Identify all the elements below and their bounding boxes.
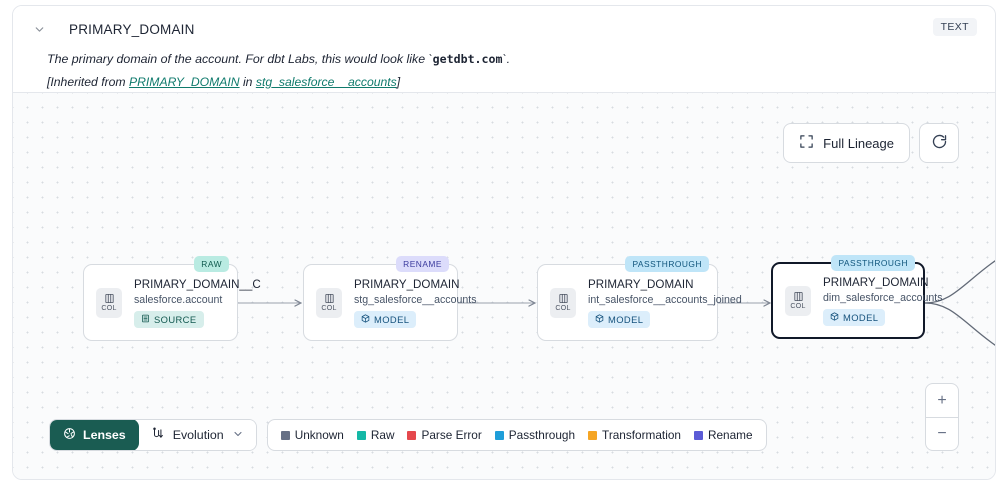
legend-swatch (693, 430, 703, 440)
canvas-controls: Full Lineage (783, 123, 959, 163)
column-badge: COL (316, 287, 342, 318)
type-badge: TEXT (932, 18, 977, 36)
description-suffix: `. (502, 52, 511, 66)
legend-swatch (494, 430, 504, 440)
legend-label: Transformation (602, 428, 681, 442)
lineage-legend: Unknown Raw Parse Error Passthrough Tran… (266, 419, 767, 451)
node-body: PRIMARY_DOMAIN stg_salesforce__accounts … (354, 278, 477, 328)
column-badge-label: COL (101, 305, 117, 312)
lenses-button[interactable]: Lenses (50, 420, 139, 450)
node-kind-pill: PASSTHROUGH (625, 256, 709, 272)
column-badge-label: COL (321, 305, 337, 312)
lineage-edges (237, 260, 995, 346)
legend-swatch (356, 430, 366, 440)
refresh-icon (931, 133, 948, 153)
node-title: PRIMARY_DOMAIN (354, 277, 460, 291)
lineage-node-selected[interactable]: PASSTHROUGH COL PRIMARY_DOMAIN dim_sales… (771, 255, 943, 339)
description-code: getdbt.com (432, 52, 503, 66)
aperture-icon (63, 427, 76, 443)
evolution-label: Evolution (172, 428, 224, 442)
node-type-tag-label: MODEL (374, 313, 410, 325)
node-title: PRIMARY_DOMAIN (588, 277, 694, 291)
legend-label: Unknown (294, 428, 344, 442)
node-title: PRIMARY_DOMAIN__C (134, 277, 261, 291)
node-subtitle: int_salesforce__accounts_joined (588, 293, 742, 306)
expand-icon (799, 134, 814, 152)
legend-label: Rename (707, 428, 753, 442)
page-title: PRIMARY_DOMAIN (69, 21, 195, 37)
node-body: PRIMARY_DOMAIN dim_salesforce_accounts M… (823, 276, 943, 326)
node-body: PRIMARY_DOMAIN__C salesforce.account SOU… (134, 278, 261, 328)
column-badge: COL (96, 287, 122, 318)
column-description: The primary domain of the account. For d… (47, 51, 977, 68)
lenses-evolution-group: Lenses Evolution (49, 419, 257, 451)
legend-item: Parse Error (407, 428, 482, 442)
legend-item: Rename (693, 428, 753, 442)
lineage-canvas[interactable]: Full Lineage RAW COL PRIMARY_DOMAIN__C s… (13, 92, 995, 479)
node-subtitle: salesforce.account (134, 293, 223, 306)
legend-label: Parse Error (421, 428, 482, 442)
node-type-tag: SOURCE (134, 310, 204, 328)
legend-swatch (588, 430, 598, 440)
legend-item: Transformation (588, 428, 681, 442)
legend-item: Passthrough (494, 428, 576, 442)
database-icon (141, 314, 150, 325)
inherited-suffix: ] (396, 74, 401, 89)
full-lineage-button[interactable]: Full Lineage (783, 123, 910, 163)
legend-swatch (407, 430, 417, 440)
full-lineage-label: Full Lineage (823, 135, 894, 151)
inherited-mid: in (239, 74, 256, 89)
node-kind-pill: PASSTHROUGH (831, 255, 915, 271)
cube-icon (361, 313, 370, 325)
node-type-tag: MODEL (823, 308, 886, 326)
node-subtitle: dim_salesforce_accounts (823, 291, 943, 304)
legend-label: Passthrough (508, 428, 576, 442)
node-type-tag: MODEL (588, 310, 651, 328)
canvas-bottom-bar: Lenses Evolution Unknown (49, 419, 767, 451)
inherited-prefix: [Inherited from (47, 74, 129, 89)
column-lineage-card: PRIMARY_DOMAIN TEXT The primary domain o… (12, 5, 996, 480)
evolution-icon (151, 426, 165, 444)
node-title: PRIMARY_DOMAIN (823, 275, 929, 289)
column-badge: COL (785, 285, 811, 316)
legend-swatch (280, 430, 290, 440)
node-type-tag-label: SOURCE (154, 313, 197, 325)
description-prefix: The primary domain of the account. For d… (47, 52, 433, 66)
node-type-tag-label: MODEL (843, 311, 879, 323)
column-header: PRIMARY_DOMAIN TEXT The primary domain o… (13, 6, 995, 91)
cube-icon (595, 313, 604, 325)
column-badge-label: COL (555, 305, 571, 312)
lineage-node[interactable]: PASSTHROUGH COL PRIMARY_DOMAIN int_sales… (537, 256, 742, 341)
inherited-model-link[interactable]: stg_salesforce__accounts (255, 74, 397, 89)
refresh-button[interactable] (919, 123, 959, 163)
node-type-tag: MODEL (354, 310, 417, 328)
zoom-controls: + − (925, 383, 959, 451)
legend-item: Unknown (280, 428, 344, 442)
node-kind-pill: RENAME (396, 256, 449, 272)
lenses-label: Lenses (83, 428, 126, 442)
node-body: PRIMARY_DOMAIN int_salesforce__accounts_… (588, 278, 742, 328)
node-kind-pill: RAW (194, 256, 229, 272)
evolution-dropdown[interactable]: Evolution (138, 420, 256, 450)
chevron-down-icon[interactable] (31, 21, 47, 37)
column-badge-label: COL (790, 303, 806, 310)
inherited-from-line: [Inherited from PRIMARY_DOMAIN in stg_sa… (47, 75, 977, 89)
node-subtitle: stg_salesforce__accounts (354, 293, 477, 306)
zoom-in-button[interactable]: + (937, 391, 947, 409)
legend-label: Raw (370, 428, 395, 442)
chevron-down-icon (232, 428, 244, 443)
legend-item: Raw (356, 428, 395, 442)
cube-icon (830, 311, 839, 323)
lineage-node[interactable]: RENAME COL PRIMARY_DOMAIN stg_salesforce… (303, 256, 477, 341)
lineage-node[interactable]: RAW COL PRIMARY_DOMAIN__C salesforce.acc… (83, 256, 261, 341)
zoom-out-button[interactable]: − (926, 417, 958, 450)
column-badge: COL (550, 287, 576, 318)
inherited-column-link[interactable]: PRIMARY_DOMAIN (128, 74, 240, 89)
node-type-tag-label: MODEL (608, 313, 644, 325)
